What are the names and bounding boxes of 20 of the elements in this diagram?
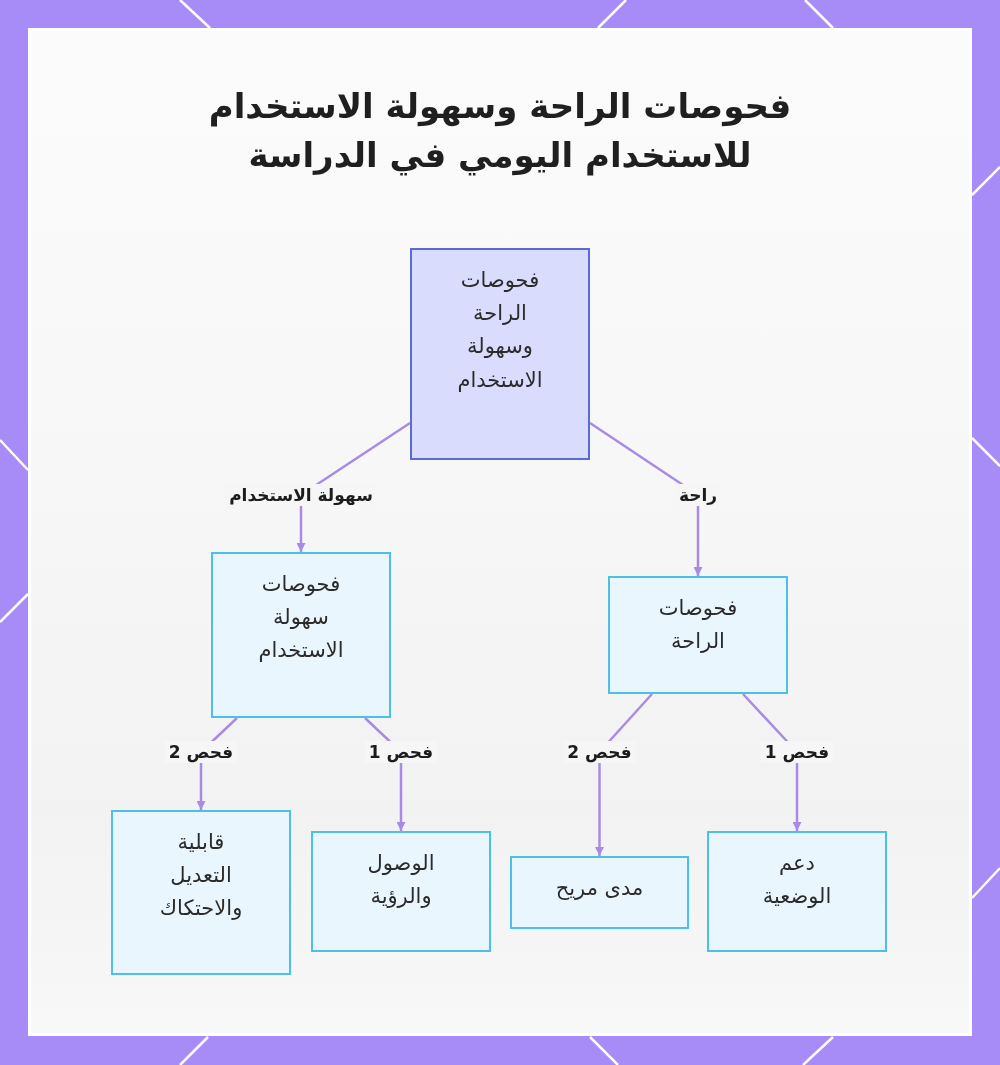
node-text: فحوصات سهولة الاستخدام — [258, 571, 344, 665]
edge-label: فحص 2 — [164, 740, 238, 764]
edge-label: فحص 2 — [563, 740, 636, 764]
process-box — [410, 248, 590, 460]
process-box — [311, 831, 491, 952]
node-text: مدى مريح — [555, 875, 644, 902]
process-box — [510, 856, 689, 929]
node-text: دعم الوضعية — [762, 850, 832, 911]
node-text: فحوصات الراحة — [658, 595, 738, 656]
process-box — [211, 552, 391, 718]
process-box — [111, 810, 291, 975]
node-text: فحوصات الراحة وسهولة الاستخدام — [457, 267, 543, 394]
edge-label: فحص 1 — [364, 740, 438, 764]
arrow — [595, 693, 653, 856]
node-text: قابلية التعديل والاحتكاك — [159, 829, 243, 923]
process-box — [608, 576, 788, 694]
diagram-title: فحوصات الراحة وسهولة الاستخدام للاستخدام اليومي في الدراسة — [207, 85, 793, 178]
process-box — [707, 831, 887, 952]
node-text: الوصول والرؤية — [367, 850, 435, 911]
edge-label: فحص 1 — [760, 740, 834, 764]
